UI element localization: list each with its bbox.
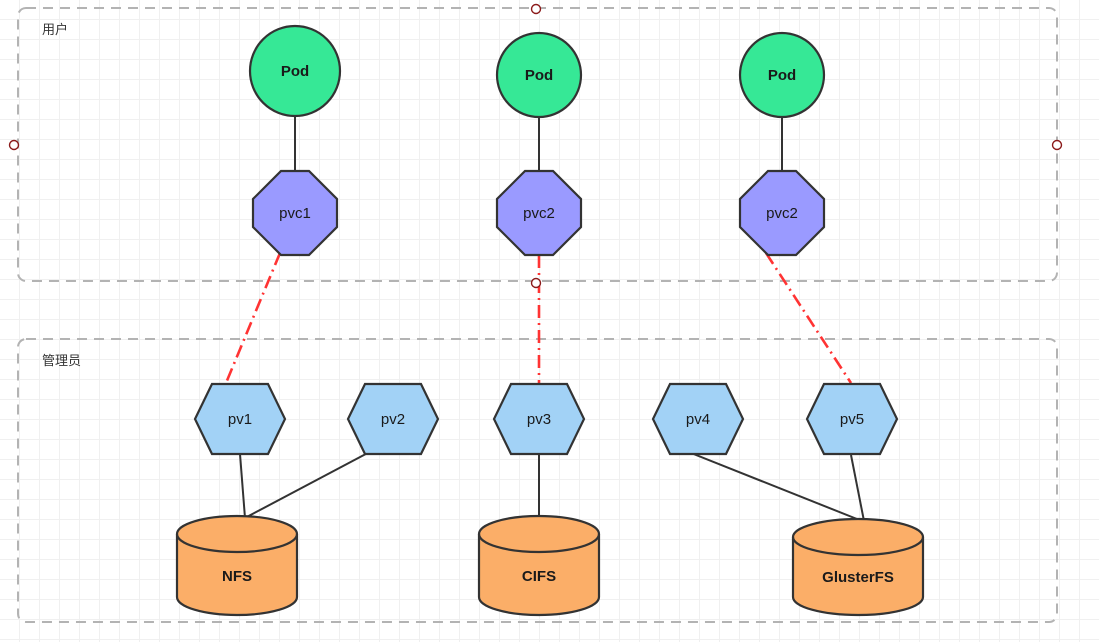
pod-circle[interactable] <box>248 24 342 118</box>
pvc-node-3[interactable]: pvc2 <box>738 169 826 257</box>
pv-label: pv4 <box>686 411 710 428</box>
edges-pod-to-pvc <box>294 116 783 171</box>
pod-label: Pod <box>281 63 309 80</box>
pod-label: Pod <box>525 67 553 84</box>
pv-hexagon[interactable] <box>346 382 440 456</box>
storage-cylinder-body[interactable] <box>477 514 601 617</box>
storage-cylinder-top <box>791 536 925 557</box>
pv-label: pv2 <box>381 411 405 428</box>
pvc-node-2[interactable]: pvc2 <box>495 169 583 257</box>
pv-hexagon[interactable] <box>492 382 586 456</box>
group-admin-box[interactable] <box>17 338 1058 623</box>
pv-node-4[interactable]: pv4 <box>651 382 745 456</box>
pv-label: pv5 <box>840 411 864 428</box>
handle-left-icon[interactable] <box>8 139 20 151</box>
group-user-label: 用户 <box>42 22 68 37</box>
storage-cylinder-top <box>477 533 601 554</box>
pv-hexagon[interactable] <box>193 382 287 456</box>
edge-pv4-glusterfs[interactable] <box>680 448 863 522</box>
pv-hexagon[interactable] <box>651 382 745 456</box>
storage-cylinder-body[interactable] <box>791 517 925 617</box>
pv-hexagon[interactable] <box>805 382 899 456</box>
group-admin[interactable]: 管理员 <box>17 338 1058 623</box>
storage-cylinder-body[interactable] <box>175 514 299 617</box>
storage-node-glusterfs[interactable]: GlusterFS <box>791 517 925 617</box>
pv-node-2[interactable]: pv2 <box>346 382 440 456</box>
pod-node-2[interactable]: Pod <box>495 31 583 119</box>
handle-top-icon[interactable] <box>530 3 542 15</box>
pod-node-3[interactable]: Pod <box>738 31 826 119</box>
edge-pvc1-pv1-binding[interactable] <box>224 252 282 384</box>
edge-pv2-nfs[interactable] <box>242 446 380 520</box>
edge-pv1-nfs[interactable] <box>239 453 246 519</box>
storage-label: CIFS <box>522 568 556 585</box>
pod-circle[interactable] <box>738 31 826 119</box>
pv-label: pv3 <box>527 411 551 428</box>
pvc-octagon[interactable] <box>738 169 826 257</box>
storage-label: GlusterFS <box>822 569 894 586</box>
edges-pv-to-storage <box>239 446 865 522</box>
pvc-octagon[interactable] <box>495 169 583 257</box>
storage-node-nfs[interactable]: NFS <box>175 514 299 617</box>
pod-label: Pod <box>768 67 796 84</box>
pod-circle[interactable] <box>495 31 583 119</box>
pvc-label: pvc1 <box>279 205 311 222</box>
handle-right-icon[interactable] <box>1051 139 1063 151</box>
edge-pv5-glusterfs[interactable] <box>850 454 865 522</box>
storage-cylinder-top <box>175 533 299 554</box>
group-admin-label: 管理员 <box>42 353 81 368</box>
pod-node-1[interactable]: Pod <box>248 24 342 118</box>
storage-node-cifs[interactable]: CIFS <box>477 514 601 617</box>
pvc-octagon[interactable] <box>251 169 339 257</box>
pv-label: pv1 <box>228 411 252 428</box>
pv-node-5[interactable]: pv5 <box>805 382 899 456</box>
pvc-label: pvc2 <box>523 205 555 222</box>
pv-node-3[interactable]: pv3 <box>492 382 586 456</box>
edge-pvc2b-pv5-binding[interactable] <box>764 252 853 384</box>
selection-handles <box>8 3 1063 289</box>
edges-pvc-to-pv <box>224 252 853 384</box>
pvc-label: pvc2 <box>766 205 798 222</box>
pvc-node-1[interactable]: pvc1 <box>251 169 339 257</box>
storage-label: NFS <box>222 568 252 585</box>
handle-middle-icon[interactable] <box>530 277 542 289</box>
pv-node-1[interactable]: pv1 <box>193 382 287 456</box>
